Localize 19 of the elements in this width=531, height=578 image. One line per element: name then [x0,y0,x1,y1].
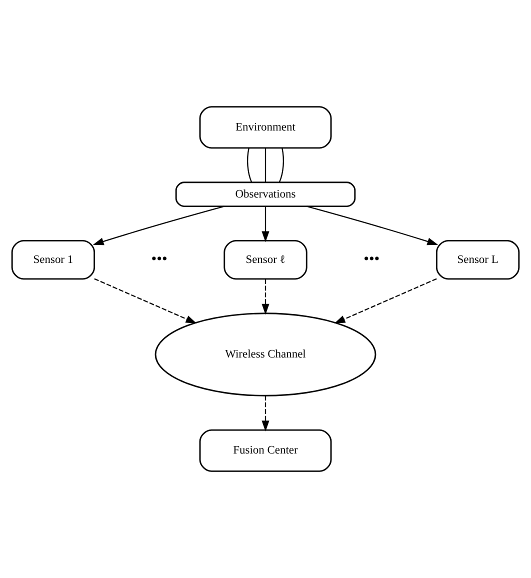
node-box: Sensor ℓ [224,240,308,280]
connector [264,148,266,182]
node-box: Sensor L [436,240,520,280]
connector [247,148,252,183]
node-ellipse: Wireless Channel [154,312,376,396]
arrow [306,206,438,246]
arrow [94,278,197,324]
arrow [262,396,270,432]
connector [278,148,284,183]
node-box: Environment [199,106,332,149]
arrow [334,278,437,324]
arrow [262,206,270,242]
label: ••• [364,250,380,268]
node-box: Sensor 1 [11,240,96,280]
node-box: Observations [175,182,356,207]
node-box: Fusion Center [199,429,332,472]
arrow [262,279,270,315]
label: ••• [151,250,168,268]
arrow [92,206,224,246]
